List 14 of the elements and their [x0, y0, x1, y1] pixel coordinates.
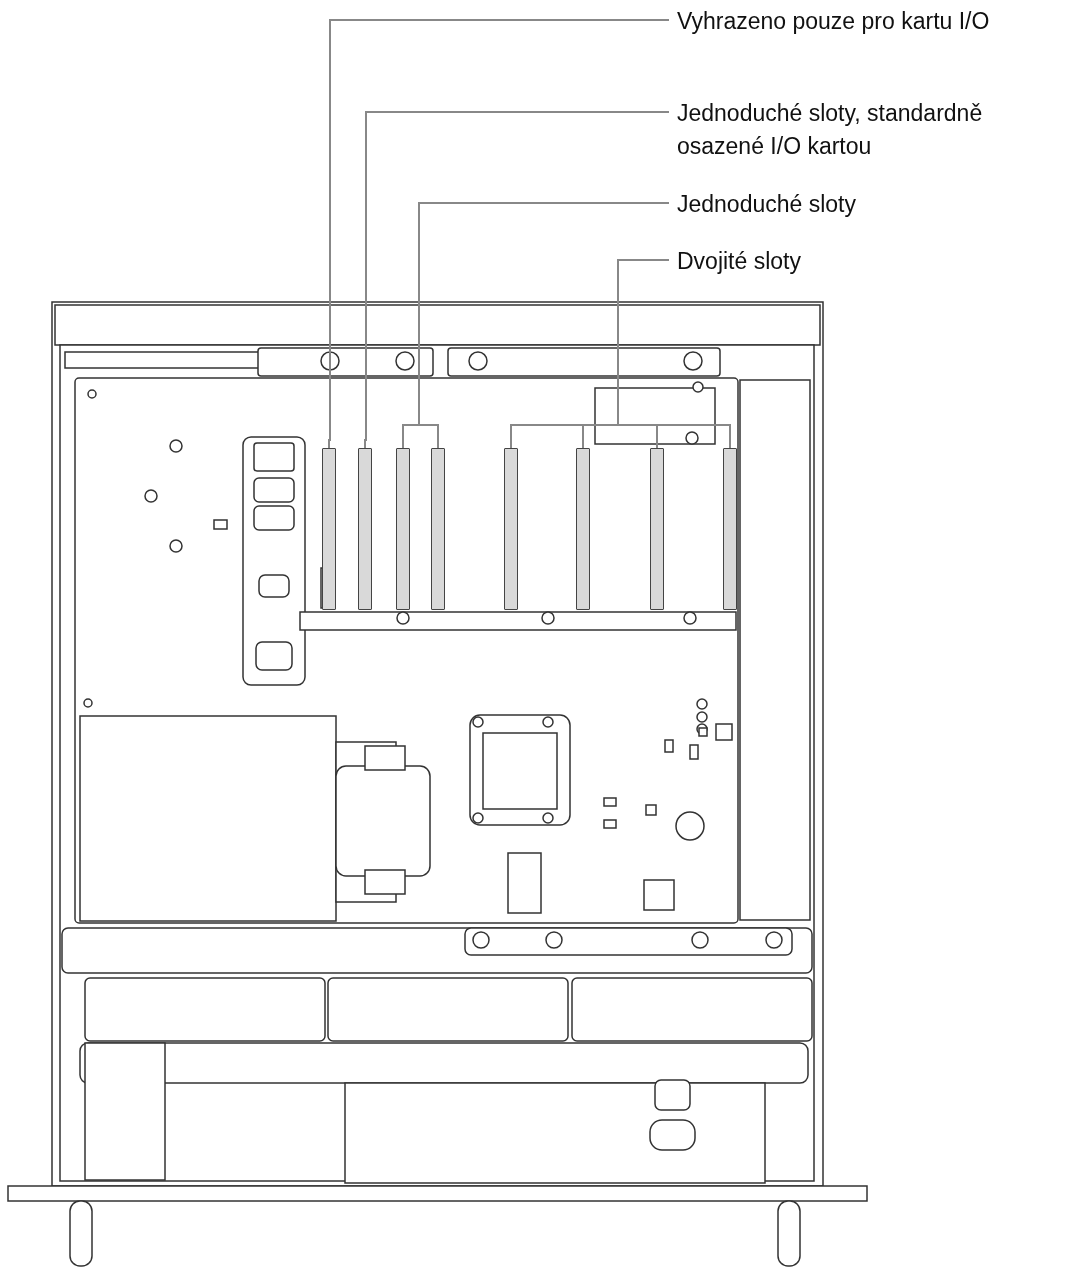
callout-text: Dvojité sloty: [677, 245, 1067, 278]
card-slot: [723, 448, 737, 610]
card-slot: [650, 448, 664, 610]
card-slot: [431, 448, 445, 610]
callout-text: Jednoduché sloty, standardně osazené I/O kartou: [677, 97, 1067, 163]
callout-text: Jednoduché sloty: [677, 188, 1067, 221]
card-slot: [322, 448, 336, 610]
card-slot: [358, 448, 372, 610]
card-slot: [576, 448, 590, 610]
card-slot: [396, 448, 410, 610]
leader-line: [364, 111, 670, 449]
callout-text: Vyhrazeno pouze pro kartu I/O: [677, 5, 1067, 38]
leader-line: [328, 19, 670, 449]
card-slot: [504, 448, 518, 610]
